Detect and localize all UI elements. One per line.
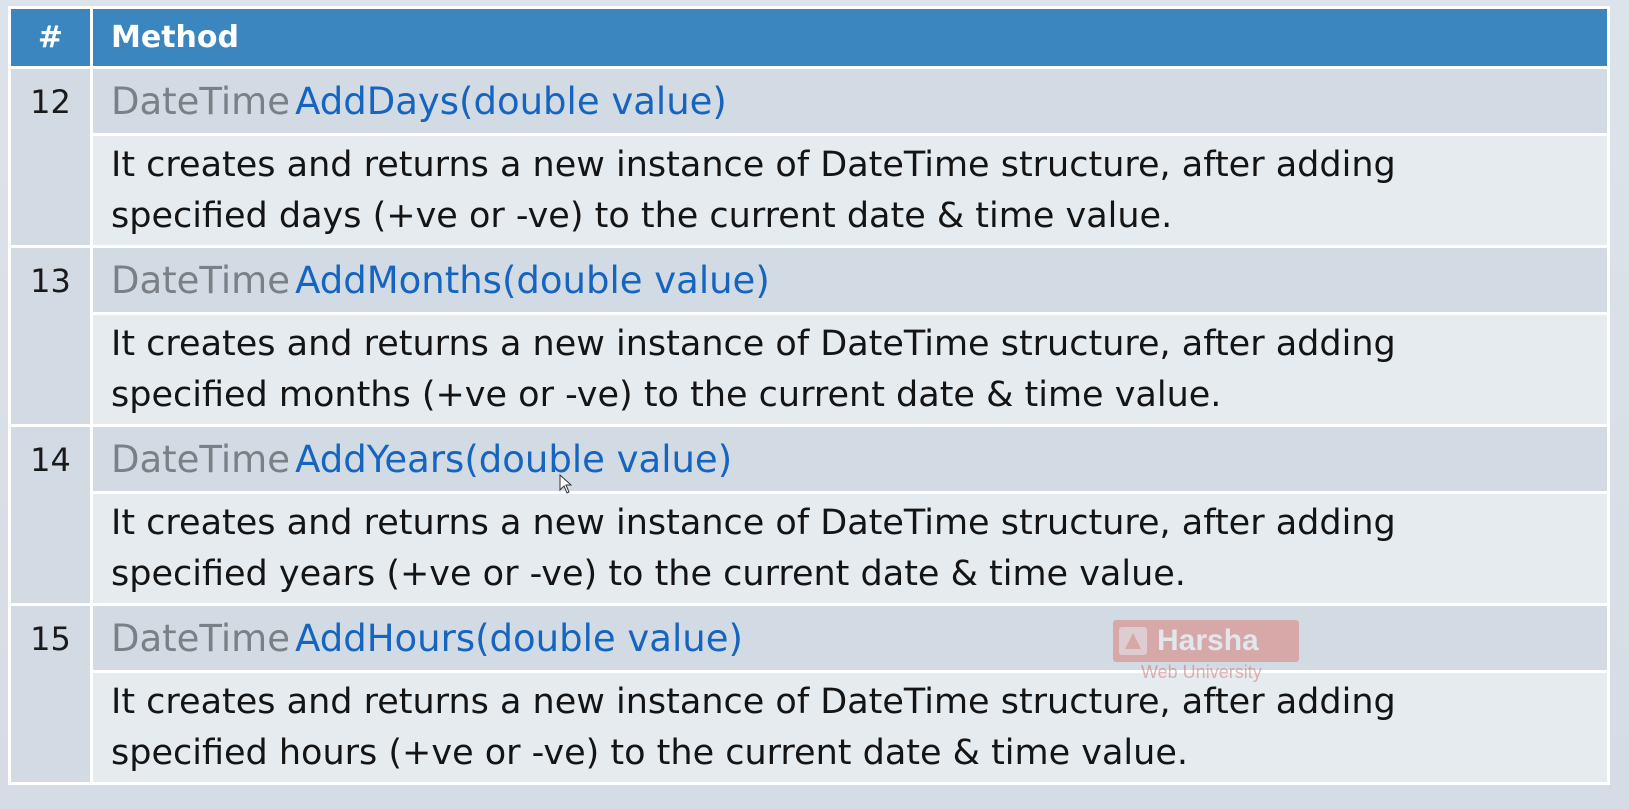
method-description-row: It creates and returns a new instance of… <box>10 670 1610 785</box>
method-description-row: It creates and returns a new instance of… <box>10 491 1610 606</box>
row-number: 12 <box>8 66 93 248</box>
method-description: It creates and returns a new instance of… <box>90 670 1610 785</box>
method-signature-row: 15 DateTime AddHours(double value) <box>8 603 1610 785</box>
return-type: DateTime <box>111 258 290 302</box>
watermark-brand: Harsha <box>1157 624 1259 657</box>
harsha-watermark: Harsha Web University <box>1113 620 1299 684</box>
method-signature: DateTime AddDays(double value) <box>90 66 1610 136</box>
method-name: AddYears(double value) <box>295 437 733 481</box>
row-number: 15 <box>8 603 93 785</box>
method-signature-row: 12 DateTime AddDays(double value) <box>8 66 1610 248</box>
method-description-row: It creates and returns a new instance of… <box>10 133 1610 248</box>
method-signature: DateTime AddYears(double value) <box>90 424 1610 494</box>
watermark-subtitle: Web University <box>1141 662 1262 682</box>
method-signature: DateTime AddHours(double value) <box>90 603 1610 673</box>
methods-table: # Method 12 DateTime AddDays(double valu… <box>8 6 1610 785</box>
method-name: AddHours(double value) <box>295 616 743 660</box>
method-description: It creates and returns a new instance of… <box>90 312 1610 427</box>
return-type: DateTime <box>111 437 290 481</box>
method-name: AddMonths(double value) <box>295 258 770 302</box>
row-number: 13 <box>8 245 93 427</box>
method-name: AddDays(double value) <box>295 79 727 123</box>
header-number: # <box>8 6 93 69</box>
method-signature-row: 13 DateTime AddMonths(double value) <box>8 245 1610 427</box>
return-type: DateTime <box>111 616 290 660</box>
row-number: 14 <box>8 424 93 606</box>
mouse-pointer-icon <box>559 474 573 494</box>
return-type: DateTime <box>111 79 290 123</box>
harsha-logo-icon <box>1119 627 1147 655</box>
table-header-row: # Method <box>8 6 1610 69</box>
method-description-row: It creates and returns a new instance of… <box>10 312 1610 427</box>
method-description: It creates and returns a new instance of… <box>90 491 1610 606</box>
watermark-badge: Harsha <box>1113 620 1299 662</box>
header-method: Method <box>90 6 1610 69</box>
method-signature: DateTime AddMonths(double value) <box>90 245 1610 315</box>
method-description: It creates and returns a new instance of… <box>90 133 1610 248</box>
method-signature-row: 14 DateTime AddYears(double value) <box>8 424 1610 606</box>
